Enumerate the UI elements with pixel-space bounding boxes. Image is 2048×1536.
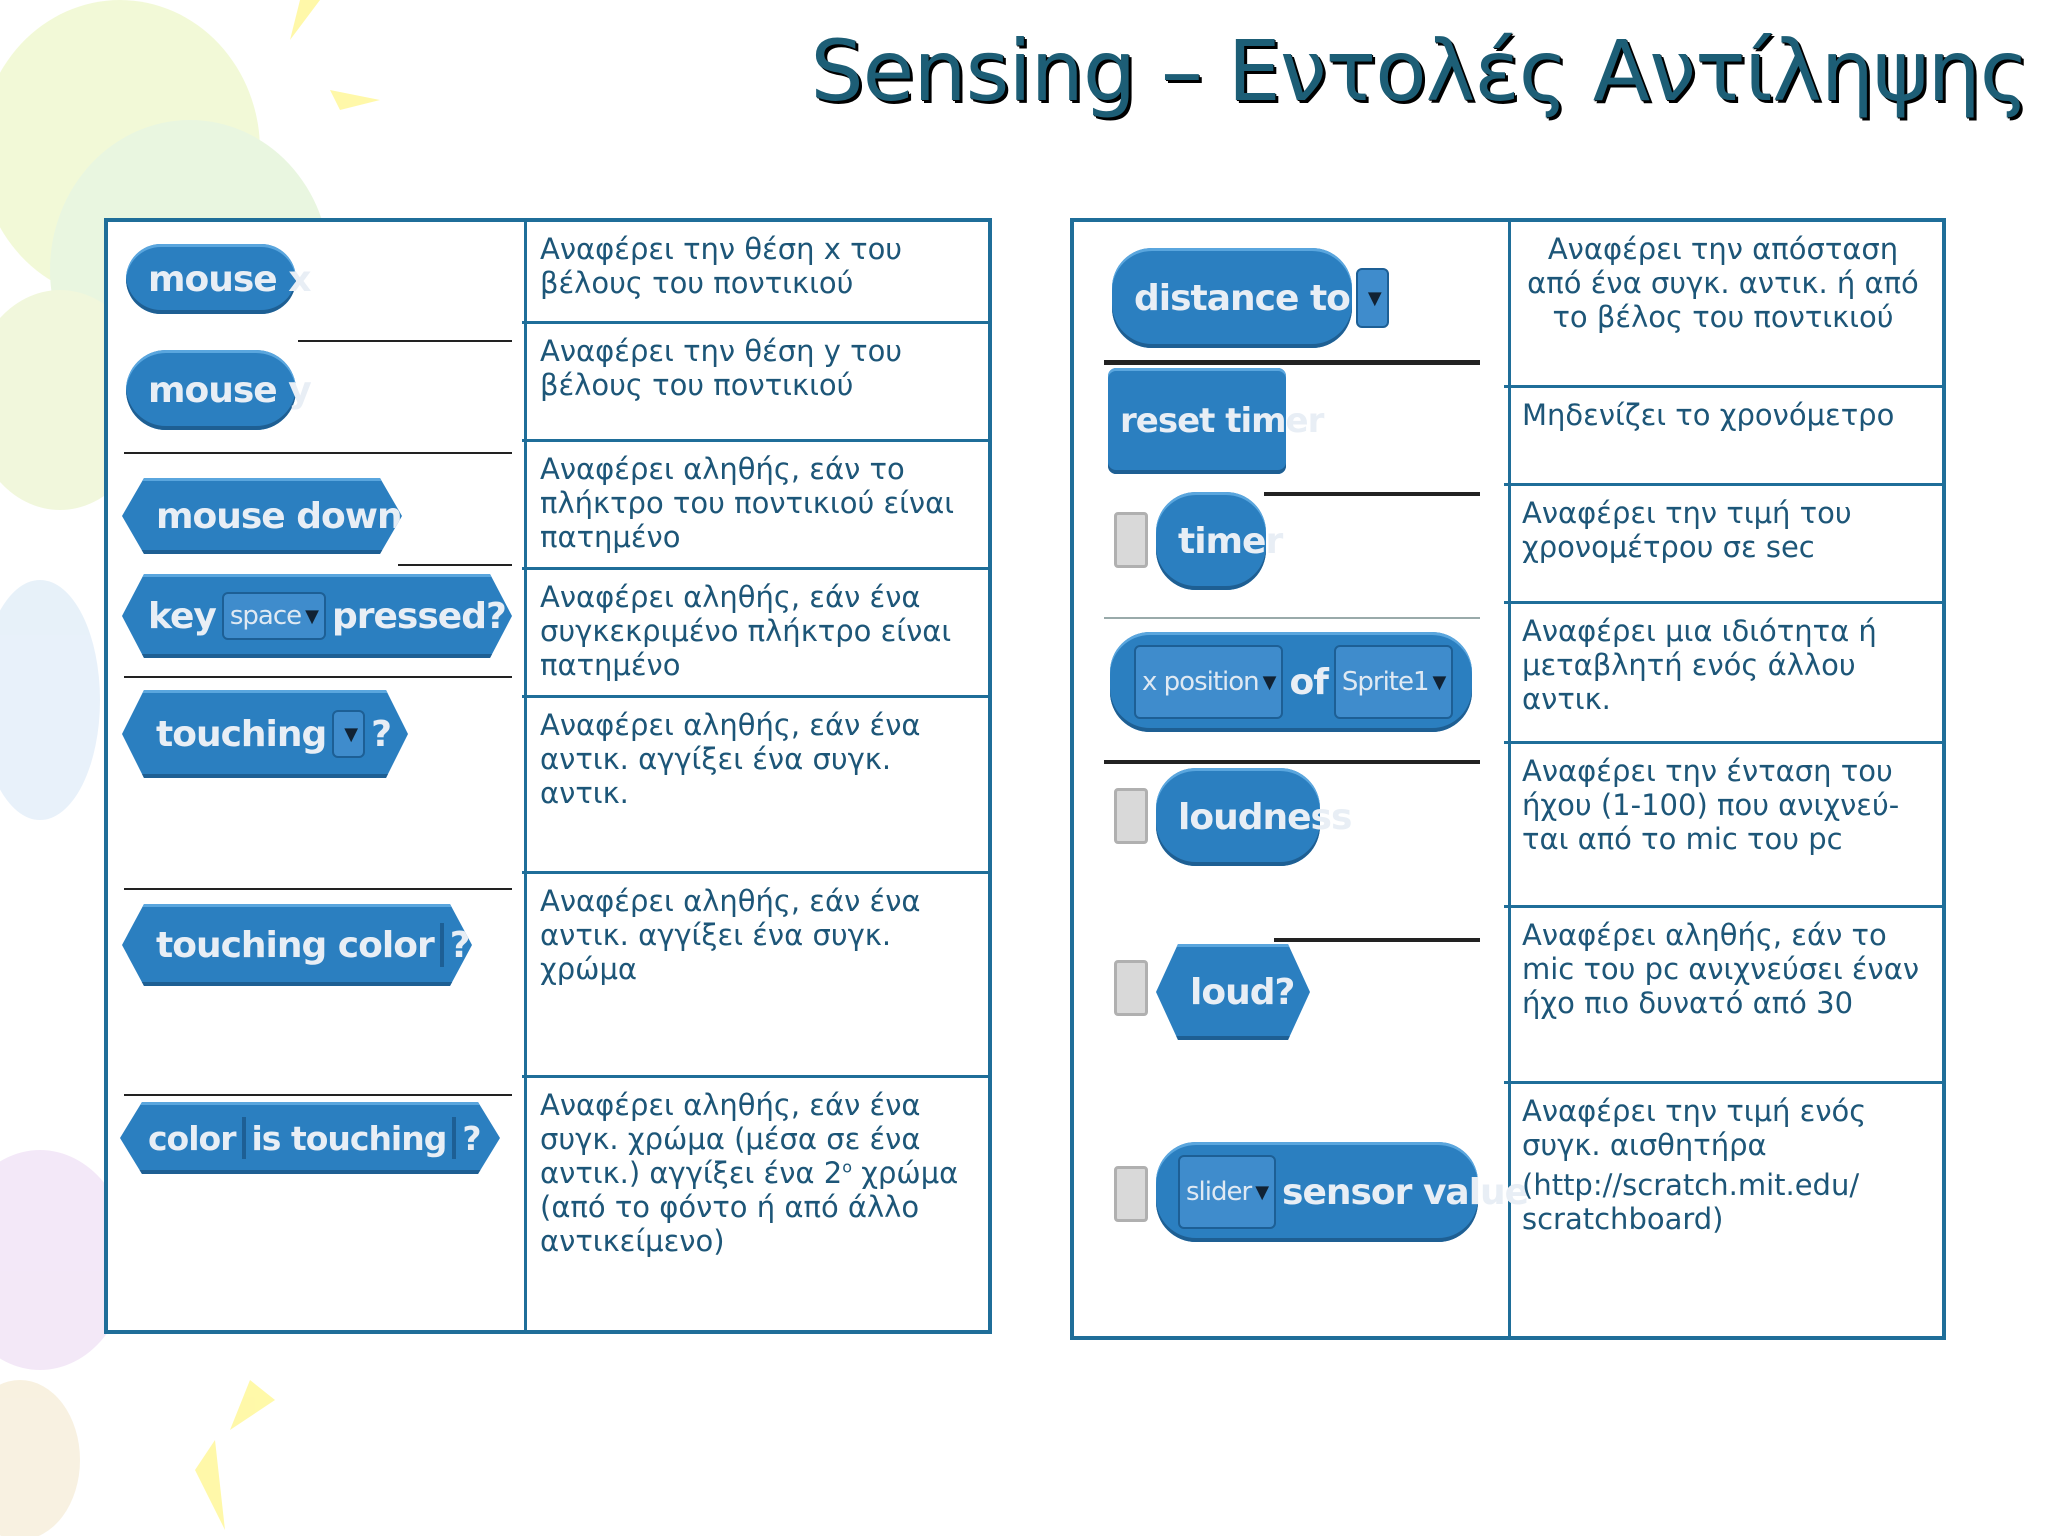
desc-color-touching: Αναφέρει αληθής, εάν ένα συγκ. χρώμα (μέ… — [522, 1078, 988, 1328]
page-title: Sensing – Εντολές Αντίληψης — [810, 22, 2029, 120]
desc-touching-color: Αναφέρει αληθής, εάν ένα αντικ. αγγίξει … — [522, 874, 988, 1078]
dropdown-arrow-icon: ▼ — [1262, 671, 1277, 693]
touching-color-block[interactable]: touching color ? — [122, 904, 472, 986]
desc-touching: Αναφέρει αληθής, εάν ένα αντικ. αγγίξει … — [522, 698, 988, 874]
desc-timer: Αναφέρει την τιμή του χρονομέτρου σε sec — [1504, 486, 1942, 604]
separator — [1104, 360, 1480, 365]
is-touching-label: is touching — [251, 1118, 447, 1158]
attribute-dropdown[interactable]: x position▼ — [1134, 645, 1284, 719]
attribute-option: x position — [1142, 667, 1260, 697]
desc-loud: Αναφέρει αληθής, εάν το mic του pc ανιχν… — [1504, 908, 1942, 1084]
desc-color-touching-part2: χρώμα (από το φόντο ή από άλλο αντικείμε… — [540, 1156, 959, 1258]
sensor-value-label: sensor value — [1282, 1171, 1529, 1213]
loudness-checkbox[interactable] — [1114, 788, 1148, 844]
desc-sensor-value: Αναφέρει την τιμή ενός συγκ. αισθητήρα (… — [1504, 1084, 1942, 1334]
left-descriptions-column: Αναφέρει την θέση x του βέλους του ποντι… — [522, 222, 988, 1330]
desc-color-touching-part1: Αναφέρει αληθής, εάν ένα συγκ. χρώμα (μέ… — [540, 1088, 921, 1190]
desc-attribute-of: Αναφέρει μια ιδιότητα ή μεταβλητή ενός ά… — [1504, 604, 1942, 744]
right-sensing-table: distance to ▼ reset timer timer x positi… — [1070, 218, 1946, 1340]
loud-block[interactable]: loud? — [1156, 944, 1310, 1040]
separator — [124, 452, 512, 454]
key-label: key — [148, 595, 216, 637]
separator — [398, 564, 512, 566]
mouse-down-block[interactable]: mouse down? — [122, 478, 402, 554]
sprite-dropdown[interactable]: Sprite1▼ — [1333, 645, 1454, 719]
attribute-of-block[interactable]: x position▼ of Sprite1▼ — [1110, 632, 1472, 732]
separator — [298, 340, 512, 342]
desc-mouse-y: Αναφέρει την θέση y του βέλους του ποντι… — [522, 324, 988, 442]
distance-dropdown[interactable]: ▼ — [1355, 268, 1389, 328]
right-blocks-column: distance to ▼ reset timer timer x positi… — [1074, 222, 1529, 1336]
sensor-dropdown[interactable]: slider▼ — [1178, 1155, 1277, 1229]
right-descriptions-column: Αναφέρει την απόσταση από ένα συγκ. αντι… — [1504, 222, 1942, 1336]
color-q: ? — [462, 1118, 481, 1158]
separator — [1274, 938, 1480, 942]
key-pressed-block[interactable]: key space▼ pressed? — [122, 574, 512, 658]
separator — [1264, 492, 1480, 496]
separator — [124, 676, 512, 678]
desc-loudness: Αναφέρει την ένταση του ήχου (1-100) που… — [1504, 744, 1942, 908]
separator — [1104, 617, 1480, 619]
color-swatch-tan[interactable] — [452, 1117, 456, 1159]
timer-checkbox[interactable] — [1114, 512, 1148, 568]
separator — [1104, 760, 1480, 764]
mouse-x-block[interactable]: mouse x — [126, 244, 311, 314]
key-option: space — [229, 601, 302, 631]
dropdown-arrow-icon: ▼ — [1432, 671, 1447, 693]
separator — [124, 888, 512, 890]
loud-checkbox[interactable] — [1114, 960, 1148, 1016]
pressed-label: pressed? — [331, 595, 506, 637]
touching-color-q: ? — [449, 924, 470, 966]
desc-sensor-value-text: Αναφέρει την τιμή ενός συγκ. αισθητήρα — [1522, 1094, 1867, 1162]
touching-dropdown[interactable]: ▼ — [332, 710, 365, 758]
distance-to-block[interactable]: distance to ▼ — [1112, 248, 1389, 348]
color-touching-block[interactable]: color is touching ? — [120, 1102, 500, 1174]
desc-mouse-down: Αναφέρει αληθής, εάν το πλήκτρο του ποντ… — [522, 442, 988, 570]
left-sensing-table: mouse x mouse y mouse down? key space▼ p… — [104, 218, 992, 1334]
of-label: of — [1289, 661, 1328, 703]
touching-label: touching — [156, 713, 327, 755]
sensor-value-checkbox[interactable] — [1114, 1166, 1148, 1222]
dropdown-arrow-icon: ▼ — [1255, 1181, 1269, 1203]
sensor-value-block[interactable]: slider▼ sensor value — [1156, 1142, 1529, 1242]
desc-mouse-x: Αναφέρει την θέση x του βέλους του ποντι… — [522, 222, 988, 324]
loudness-block[interactable]: loudness — [1156, 768, 1352, 866]
desc-distance-to: Αναφέρει την απόσταση από ένα συγκ. αντι… — [1504, 222, 1942, 388]
dropdown-arrow-icon: ▼ — [305, 605, 318, 627]
timer-block[interactable]: timer — [1156, 492, 1283, 590]
desc-key-pressed: Αναφέρει αληθής, εάν ένα συγκεκριμένο πλ… — [522, 570, 988, 698]
superscript-o: ο — [842, 1157, 853, 1177]
color-swatch-green[interactable] — [242, 1117, 246, 1159]
key-dropdown[interactable]: space▼ — [222, 592, 326, 640]
scratchboard-url-line1: (http://scratch.mit.edu/ — [1522, 1168, 1860, 1202]
separator — [124, 1094, 512, 1096]
reset-timer-block[interactable]: reset timer — [1108, 368, 1324, 474]
color-swatch-purple[interactable] — [440, 923, 444, 967]
color-label: color — [148, 1118, 236, 1158]
distance-to-label: distance to — [1134, 277, 1351, 319]
desc-reset-timer: Μηδενίζει το χρονόμετρο — [1504, 388, 1942, 486]
touching-block[interactable]: touching ▼ ? — [122, 690, 408, 778]
left-blocks-column: mouse x mouse y mouse down? key space▼ p… — [108, 222, 527, 1330]
dropdown-arrow-icon: ▼ — [344, 723, 358, 745]
mouse-y-block[interactable]: mouse y — [126, 350, 312, 430]
touching-q: ? — [371, 713, 392, 755]
touching-color-label: touching color — [156, 924, 434, 966]
sprite-option: Sprite1 — [1341, 667, 1430, 697]
dropdown-arrow-icon: ▼ — [1367, 287, 1382, 309]
sensor-option: slider — [1186, 1177, 1252, 1207]
scratchboard-url-line2: scratchboard) — [1522, 1202, 1724, 1236]
